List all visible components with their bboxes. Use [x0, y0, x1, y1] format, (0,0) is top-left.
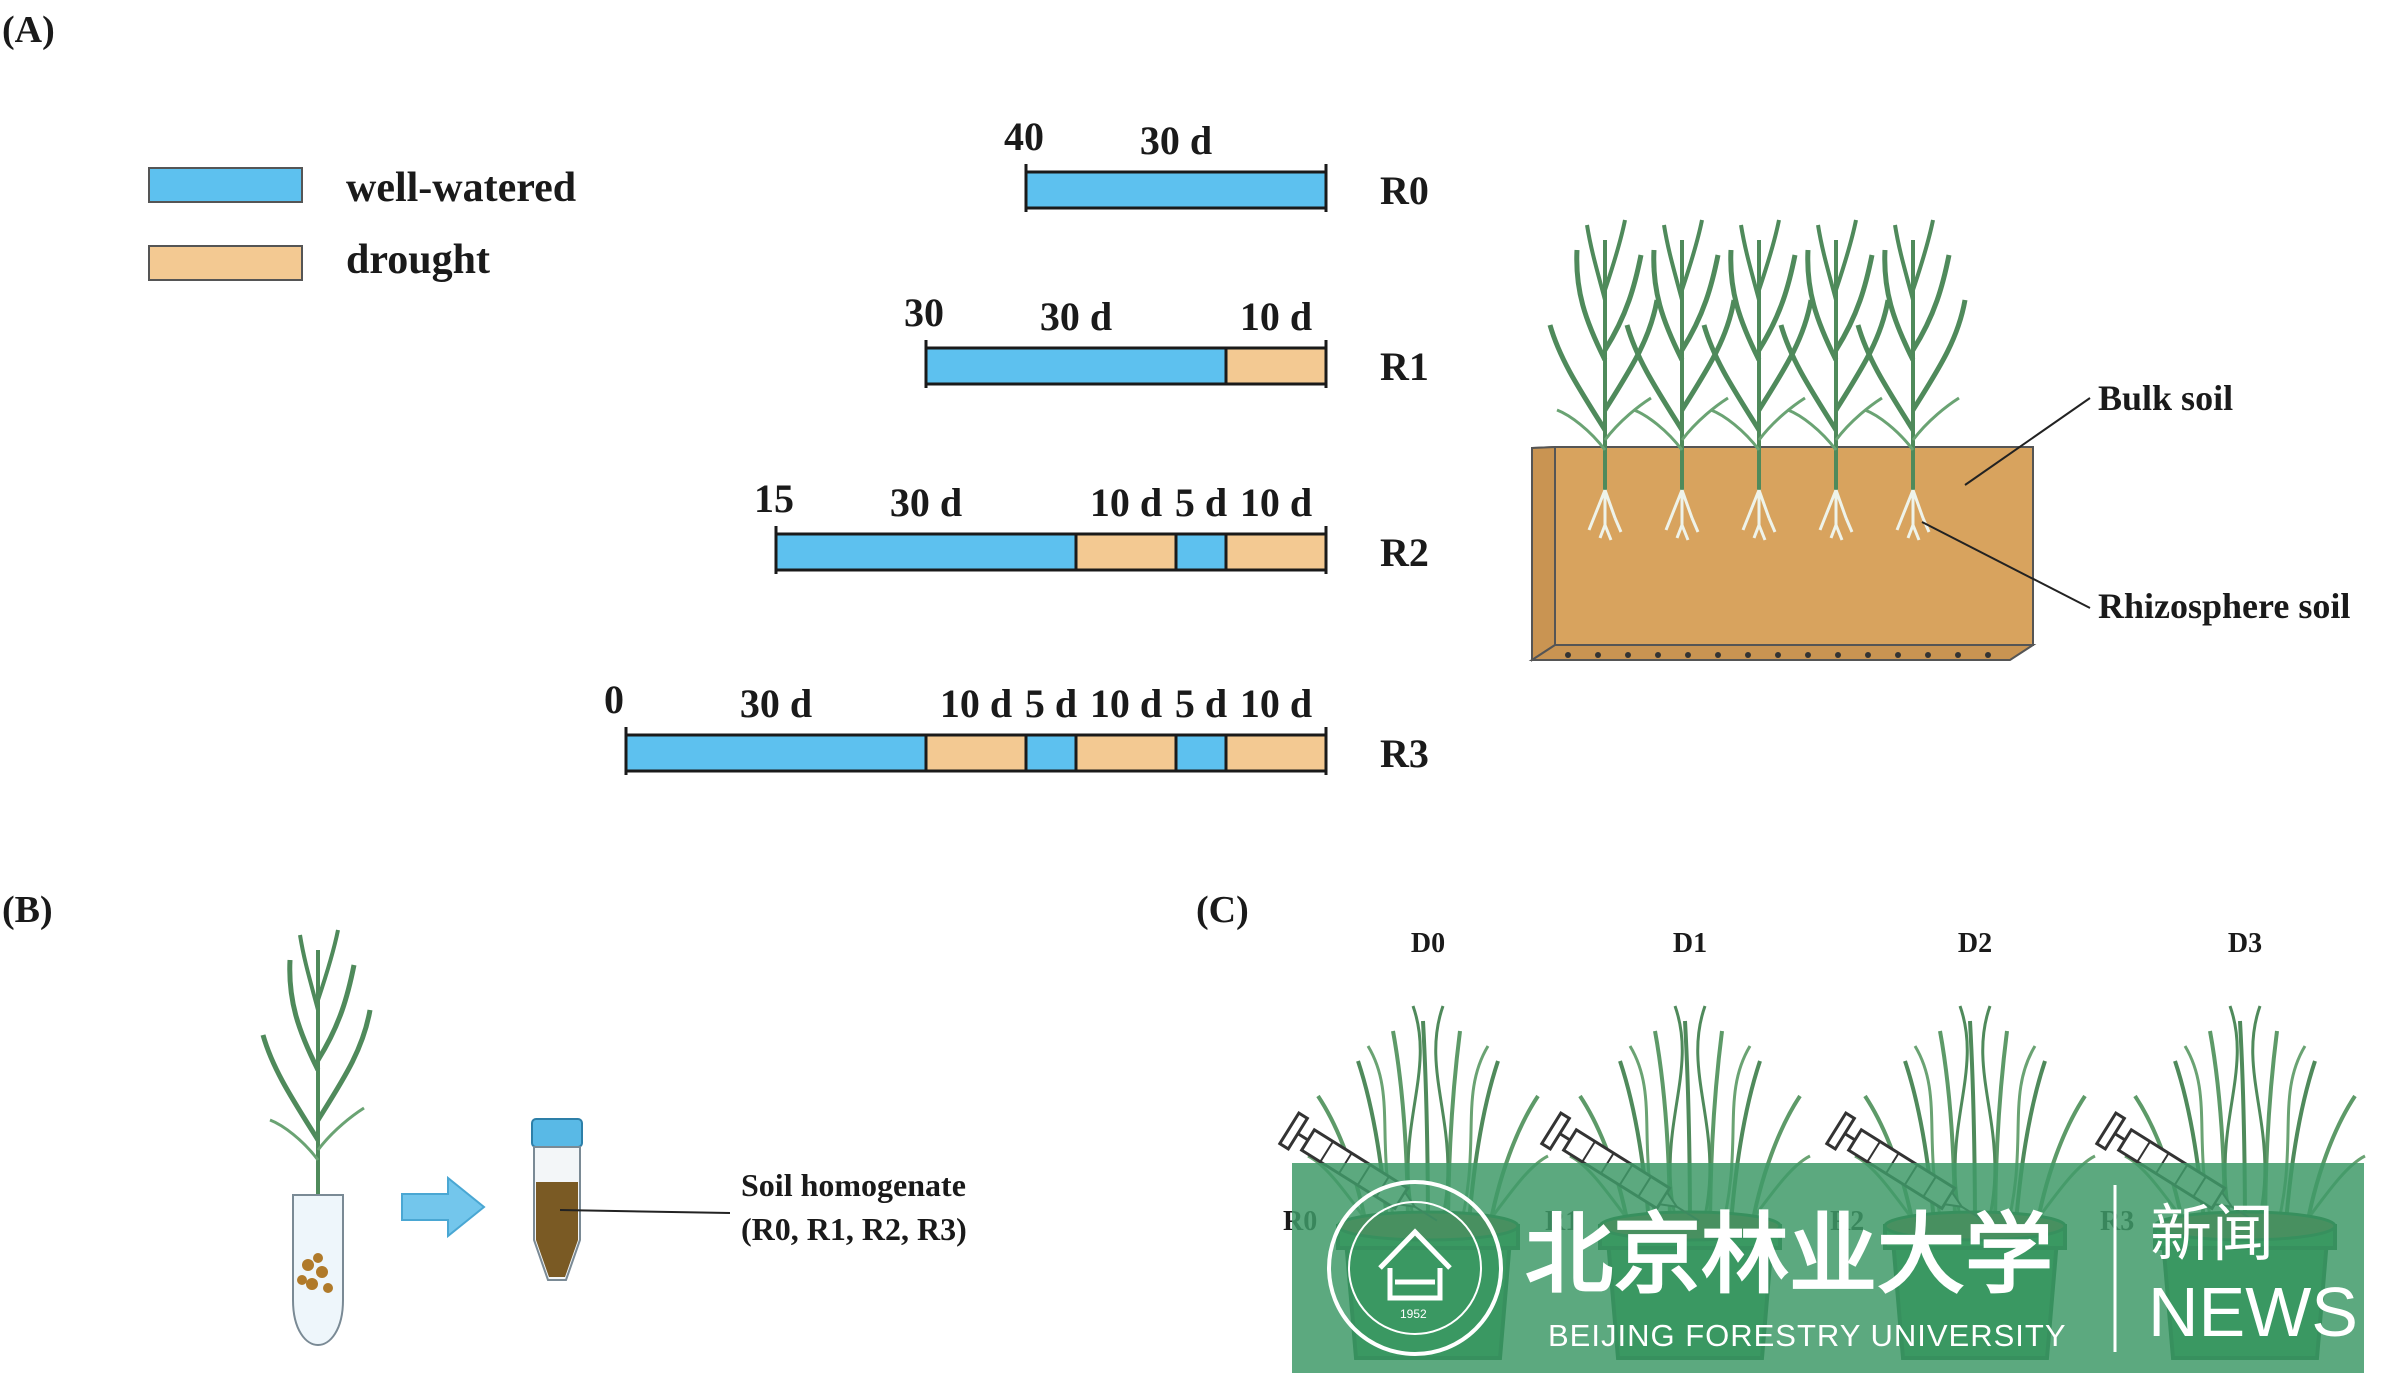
legend-label-drought: drought [346, 237, 490, 283]
pot-label-d3: D3 [2228, 928, 2262, 959]
homogenate-label-line1: Soil homogenate [741, 1167, 966, 1203]
row-r3-segment-2 [924, 733, 1028, 773]
row-r3-segment-3-label: 5 d [1025, 681, 1077, 726]
row-r2-label: R2 [1380, 530, 1429, 575]
panel-b-illustration: Soil homogenate (R0, R1, R2, R3) [263, 930, 967, 1347]
legend-label-well-watered: well-watered [346, 165, 576, 211]
row-r0-segment-1 [1024, 170, 1328, 210]
row-r3-segment-4-label: 10 d [1090, 681, 1162, 726]
row-r0-label: R0 [1380, 168, 1429, 213]
row-r3-segment-6 [1224, 733, 1328, 773]
timeline: 40 30 d R0 30 30 d 10 d R1 15 30 d 10 d 5 d 10 d R2 0… [604, 114, 1429, 776]
row-r1-segment-2 [1224, 346, 1328, 386]
row-r2-start-day: 15 [754, 476, 794, 521]
row-r1-segment-1 [924, 346, 1228, 386]
tube-plant [263, 930, 370, 1200]
soil-box-front-face [1554, 446, 2034, 646]
row-r0-segment-1-label: 30 d [1140, 118, 1212, 163]
drain-holes [1565, 652, 1991, 658]
homogenate-label-line2: (R0, R1, R2, R3) [741, 1211, 967, 1247]
row-r2-segment-2 [1074, 532, 1178, 572]
homogenate-leader [559, 1209, 731, 1214]
soil-box-illustration: Bulk soil Rhizosphere soil [1528, 220, 2350, 662]
row-r1-start-day: 30 [904, 290, 944, 335]
row-r2-segment-3-label: 5 d [1175, 480, 1227, 525]
row-r3-label: R3 [1380, 731, 1429, 776]
rhizosphere-soil-label: Rhizosphere soil [2098, 586, 2350, 626]
row-r1-label: R1 [1380, 344, 1429, 389]
row-r0-start-day: 40 [1004, 114, 1044, 159]
seal-year: 1952 [1400, 1307, 1427, 1321]
row-r1-segment-2-label: 10 d [1240, 294, 1312, 339]
soil-box-side-face [1531, 445, 1556, 662]
pot-label-d0: D0 [1411, 928, 1445, 959]
row-r2-segment-3 [1174, 532, 1228, 572]
panel-label-b: (B) [2, 889, 53, 931]
rhizosphere-soil-leader [1921, 521, 2091, 609]
row-r3-segment-1 [624, 733, 928, 773]
row-r2-segment-2-label: 10 d [1090, 480, 1162, 525]
watermark-background [1292, 1163, 2364, 1373]
bulk-soil-label: Bulk soil [2098, 378, 2233, 418]
watermark-english-name: BEIJING FORESTRY UNIVERSITY [1548, 1318, 2067, 1353]
arrow-icon [401, 1175, 486, 1239]
row-r2-segment-1-label: 30 d [890, 480, 962, 525]
row-r2-segment-1 [774, 532, 1078, 572]
bulk-soil-leader [1964, 397, 2091, 486]
watermark-chinese-name: 北京林业大学 [1525, 1202, 2053, 1306]
panel-label-a: (A) [2, 9, 55, 51]
row-r3-start-day: 0 [604, 677, 624, 722]
watermark-news-chinese: 新闻 [2150, 1200, 2274, 1269]
legend-swatch-well-watered [148, 167, 303, 203]
row-r3-segment-5-label: 5 d [1175, 681, 1227, 726]
legend-swatch-drought [148, 245, 303, 281]
watermark-banner: 1952 北京林业大学 BEIJING FORESTRY UNIVERSITY … [1292, 1163, 2364, 1373]
soil-homogenate-fill [536, 1182, 578, 1277]
row-r3-segment-3 [1024, 733, 1078, 773]
panel-label-c: (C) [1196, 889, 1249, 931]
row-r3-segment-5 [1174, 733, 1228, 773]
row-r3-segment-4 [1074, 733, 1178, 773]
university-seal-icon: 1952 [1327, 1180, 1503, 1356]
tube-soil-particles [297, 1253, 333, 1293]
pot-label-d2: D2 [1958, 928, 1992, 959]
watermark-news-english: NEWS [2148, 1273, 2358, 1351]
row-r1-segment-1-label: 30 d [1040, 294, 1112, 339]
row-r3-segment-6-label: 10 d [1240, 681, 1312, 726]
falcon-tube-cap [531, 1118, 583, 1148]
row-r3-segment-2-label: 10 d [940, 681, 1012, 726]
row-r2-segment-4-label: 10 d [1240, 480, 1312, 525]
row-r3-segment-1-label: 30 d [740, 681, 812, 726]
legend: well-watered drought [148, 165, 576, 283]
row-r2-segment-4 [1224, 532, 1328, 572]
pot-label-d1: D1 [1673, 928, 1707, 959]
